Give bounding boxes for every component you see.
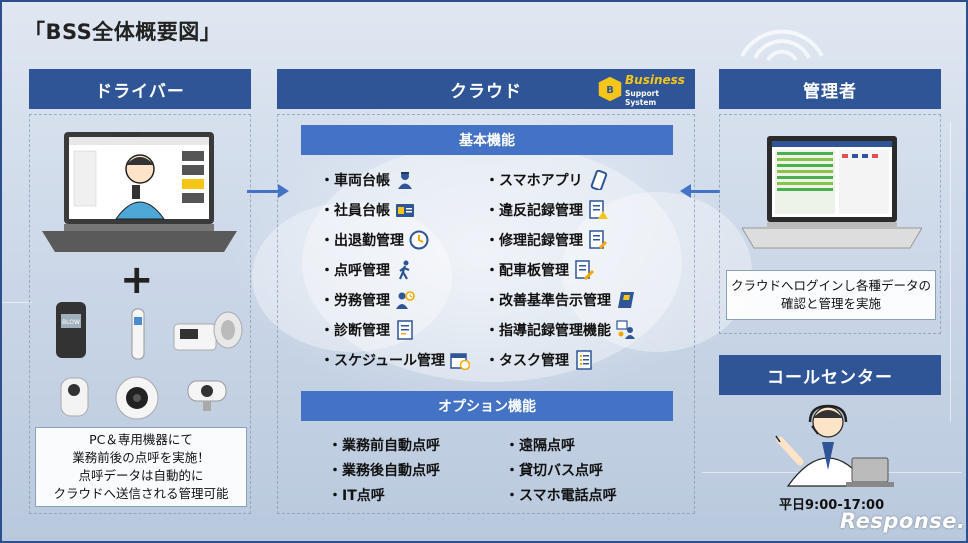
thermometer-device-icon xyxy=(131,308,145,360)
call-center-operator-icon xyxy=(775,404,894,487)
admin-to-cloud-arrow xyxy=(680,184,720,198)
feature-task-management: ・タスク管理 xyxy=(485,348,594,372)
option-item: ・貸切バス点呼 xyxy=(505,463,603,479)
logo-line2: Support System xyxy=(625,89,659,107)
blood-pressure-monitor-icon xyxy=(173,311,243,351)
feature-dispatch-board: ・配車板管理 xyxy=(485,258,595,282)
call-center-header: コールセンター xyxy=(719,355,941,395)
book-icon xyxy=(616,290,636,310)
laptop-with-driver-icon xyxy=(42,132,237,252)
circuit-line xyxy=(2,302,32,303)
admin-header: 管理者 xyxy=(719,69,941,109)
feature-label: ・修理記録管理 xyxy=(485,233,583,249)
feature-label: ・違反記録管理 xyxy=(485,203,583,219)
option-item: ・業務前自動点呼 xyxy=(328,438,440,454)
option-item: ・遠隔点呼 xyxy=(505,438,575,454)
feature-label: ・スケジュール管理 xyxy=(320,353,446,369)
feature-schedule: ・スケジュール管理 xyxy=(320,348,471,372)
admin-panel xyxy=(719,114,941,334)
driver-to-cloud-arrow xyxy=(247,184,289,198)
security-camera-icon xyxy=(115,376,159,420)
feature-attendance: ・出退勤管理 xyxy=(320,228,429,252)
driver-person-icon xyxy=(395,170,415,190)
logo-line1: Business xyxy=(625,73,685,87)
option-item: ・スマホ電話点呼 xyxy=(505,488,617,504)
circuit-line xyxy=(950,122,951,422)
admin-note-line: 確認と管理を実施 xyxy=(780,296,881,311)
feature-roll-call: ・点呼管理 xyxy=(320,258,415,282)
webcam-icon xyxy=(187,380,227,411)
feature-guidance-records: ・指導記録管理機能 xyxy=(485,318,636,342)
option-features-header: オプション機能 xyxy=(301,391,673,421)
feature-violation-records: ・違反記録管理 xyxy=(485,198,608,222)
feature-diagnosis: ・診断管理 xyxy=(320,318,415,342)
background-cloud xyxy=(252,202,452,352)
feature-label: ・診断管理 xyxy=(320,323,390,339)
instructor-icon xyxy=(616,320,636,340)
feature-label: ・配車板管理 xyxy=(485,263,569,279)
walking-person-icon xyxy=(395,260,415,280)
svg-text:BLOW: BLOW xyxy=(62,319,80,326)
response-watermark: Response. xyxy=(840,509,966,533)
document-wrench-icon xyxy=(588,230,608,250)
driver-panel xyxy=(29,114,251,514)
driver-note-line: PC＆専用機器にて xyxy=(89,431,193,447)
driver-note: PC＆専用機器にて 業務前後の点呼を実施！ 点呼データは自動的に クラウドへ送信… xyxy=(35,427,247,507)
call-center-hours: 平日9:00-17:00 xyxy=(779,498,885,513)
feature-label: ・改善基準告示管理 xyxy=(485,293,611,309)
feature-label: ・出退勤管理 xyxy=(320,233,404,249)
feature-label: ・労務管理 xyxy=(320,293,390,309)
document-pencil-icon xyxy=(574,260,595,281)
driver-note-line: クラウドへ送信される管理可能 xyxy=(53,486,229,502)
person-clock-icon xyxy=(395,290,415,310)
feature-improvement-standards: ・改善基準告示管理 xyxy=(485,288,636,312)
laptop-screen-label: AIBLOOM xyxy=(112,132,140,139)
clock-icon xyxy=(409,230,429,250)
feature-labor: ・労務管理 xyxy=(320,288,415,312)
camera-device-icon xyxy=(60,377,89,417)
feature-label: ・タスク管理 xyxy=(485,353,569,369)
option-item: ・IT点呼 xyxy=(328,488,385,504)
checklist-icon xyxy=(574,350,594,370)
feature-label: ・スマホアプリ xyxy=(485,173,583,189)
background-cloud xyxy=(302,142,682,382)
driver-note-line: 業務前後の点呼を実施！ xyxy=(72,449,210,465)
smartphone-icon xyxy=(588,169,608,191)
admin-laptop-icon xyxy=(742,136,922,249)
driver-header: ドライバー xyxy=(29,69,251,109)
cloud-header: クラウド xyxy=(277,69,695,109)
feature-label: ・指導記録管理機能 xyxy=(485,323,611,339)
admin-note-line: クラウドへログインし各種データの xyxy=(730,277,931,293)
plus-sign: + xyxy=(120,257,154,303)
basic-features-header: 基本機能 xyxy=(301,125,673,155)
breathalyzer-device-icon: BLOW xyxy=(56,302,86,358)
feature-vehicle-ledger: ・車両台帳 xyxy=(320,168,415,192)
business-support-system-logo: B Business Support System xyxy=(597,73,689,107)
feature-label: ・社員台帳 xyxy=(320,203,390,219)
page-title: 「BSS全体概要図」 xyxy=(24,20,222,44)
cloud-panel xyxy=(277,114,695,514)
admin-note: クラウドへログインし各種データの 確認と管理を実施 xyxy=(726,270,936,320)
driver-note-line: 点呼データは自動的に xyxy=(78,468,204,483)
option-item: ・業務後自動点呼 xyxy=(328,463,440,479)
feature-label: ・点呼管理 xyxy=(320,263,390,279)
document-icon xyxy=(395,320,415,340)
feature-employee-ledger: ・社員台帳 xyxy=(320,198,415,222)
calendar-clock-icon xyxy=(450,350,471,371)
feature-smartphone-app: ・スマホアプリ xyxy=(485,168,608,192)
svg-text:B: B xyxy=(606,85,614,96)
feature-repair-records: ・修理記録管理 xyxy=(485,228,608,252)
id-card-icon xyxy=(395,200,415,220)
feature-label: ・車両台帳 xyxy=(320,173,390,189)
wifi-icon xyxy=(740,29,824,62)
bss-cube-icon: B xyxy=(597,75,623,103)
document-warning-icon xyxy=(588,200,608,220)
